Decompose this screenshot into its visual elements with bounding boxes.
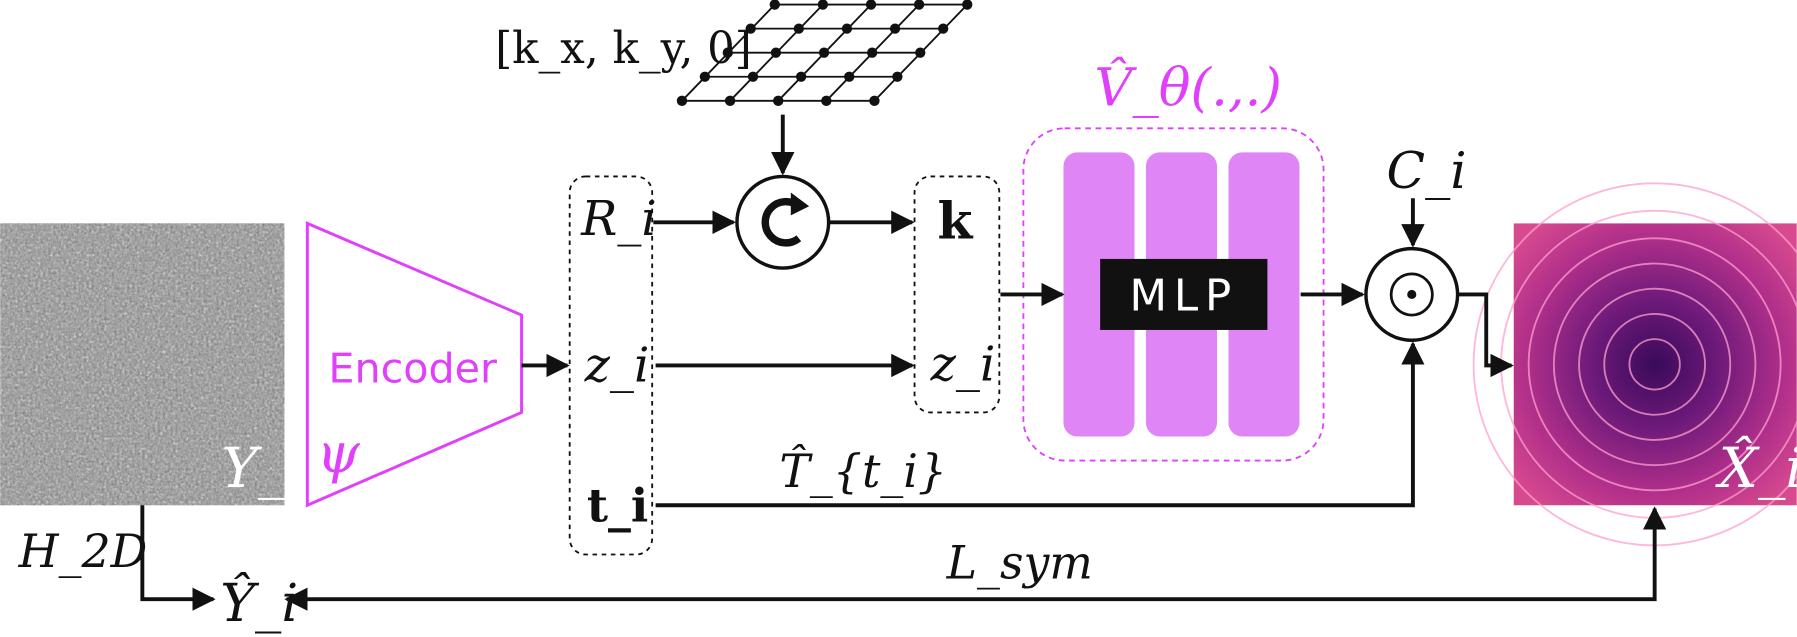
rotate-icon	[761, 192, 810, 247]
input-image: Y_i	[0, 223, 303, 506]
rotate-operator	[735, 174, 831, 270]
frequency-grid	[676, 0, 973, 106]
t-hat-label: T̂_{t_i}	[779, 444, 947, 498]
mlp-layer	[1063, 152, 1135, 437]
hadamard-operator	[1364, 246, 1460, 342]
volume-decoder: MLP V̂_θ(.,.)	[1022, 57, 1325, 462]
encoder-psi-label: ψ	[316, 421, 360, 485]
mlp-label: MLP	[1129, 271, 1238, 321]
y-i-label: Y_i	[221, 436, 302, 500]
output-image: X̂_i	[1472, 182, 1797, 547]
circled-dot-icon	[1389, 272, 1434, 317]
z-i-label: z_i	[584, 338, 650, 394]
connections	[140, 114, 1667, 611]
k-coords-label: [k_x, k_y, 0]	[495, 24, 752, 74]
k-label: k	[937, 191, 973, 250]
y-hat-label: Ŷ_i	[220, 572, 298, 634]
encoder: Encoder ψ	[305, 221, 524, 508]
h-2d-label: H_2D	[18, 524, 148, 578]
c-i-label: C_i	[1387, 141, 1467, 200]
mlp-box	[1100, 258, 1268, 330]
r-i-label: R_i	[580, 191, 657, 247]
z-i-out-label: z_i	[930, 336, 996, 392]
x-hat-label: X̂_i	[1715, 436, 1797, 500]
k-z-box	[913, 175, 1001, 414]
encoder-label: Encoder	[328, 345, 497, 393]
t-i-label: t_i	[587, 478, 648, 532]
volume-decoder-label: V̂_θ(.,.)	[1094, 57, 1281, 119]
l-sym-label: L_sym	[946, 536, 1093, 590]
